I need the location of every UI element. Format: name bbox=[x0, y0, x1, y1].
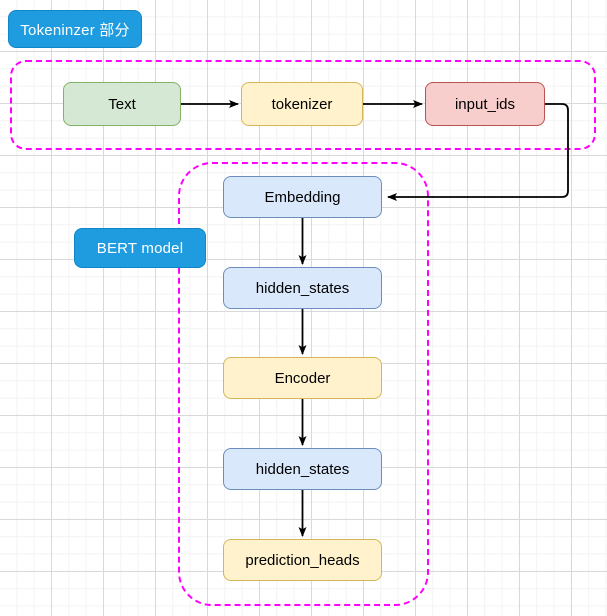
node-encoder-label: Encoder bbox=[274, 369, 331, 387]
section-label-bert-model[interactable]: BERT model bbox=[74, 228, 206, 268]
node-input-ids[interactable]: input_ids bbox=[425, 82, 545, 126]
section-label-tokenizer-text: Tokeninzer 部分 bbox=[20, 21, 130, 39]
node-input-ids-label: input_ids bbox=[454, 95, 516, 113]
node-text[interactable]: Text bbox=[63, 82, 181, 126]
node-tokenizer-label: tokenizer bbox=[271, 95, 333, 113]
node-hidden-states-second[interactable]: hidden_states bbox=[223, 448, 382, 490]
node-hidden-states-first-label: hidden_states bbox=[255, 279, 350, 297]
node-encoder[interactable]: Encoder bbox=[223, 357, 382, 399]
group-container-bert-model bbox=[178, 162, 429, 606]
node-tokenizer[interactable]: tokenizer bbox=[241, 82, 363, 126]
node-prediction-heads[interactable]: prediction_heads bbox=[223, 539, 382, 581]
node-hidden-states-first[interactable]: hidden_states bbox=[223, 267, 382, 309]
group-container-tokenizer bbox=[10, 60, 596, 150]
node-prediction-heads-label: prediction_heads bbox=[245, 551, 360, 569]
node-embedding-label: Embedding bbox=[264, 188, 341, 206]
node-hidden-states-second-label: hidden_states bbox=[255, 460, 350, 478]
section-label-tokenizer[interactable]: Tokeninzer 部分 bbox=[8, 10, 142, 48]
node-text-label: Text bbox=[108, 95, 136, 113]
section-label-bert-model-text: BERT model bbox=[96, 239, 184, 257]
node-embedding[interactable]: Embedding bbox=[223, 176, 382, 218]
